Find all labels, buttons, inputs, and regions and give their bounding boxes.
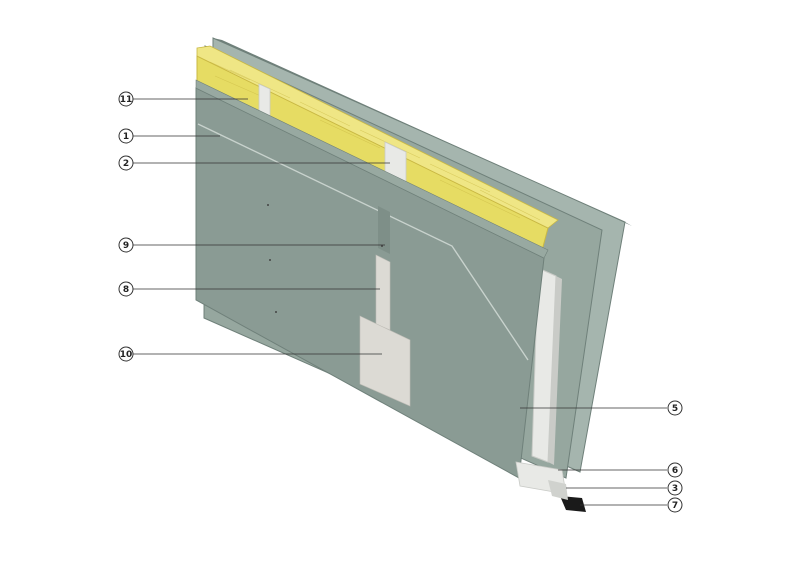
stud-right-flange xyxy=(548,276,562,465)
callout-5: 5 xyxy=(667,400,683,416)
callout-circle xyxy=(667,497,683,513)
track-side xyxy=(548,480,568,500)
callout-number: 10 xyxy=(120,350,133,360)
callout-circle xyxy=(118,281,134,297)
callout-circle xyxy=(118,155,134,171)
board-joint-line xyxy=(197,123,529,361)
callout-circle xyxy=(667,400,683,416)
insulation-top xyxy=(196,45,559,229)
callout-number: 7 xyxy=(672,501,678,511)
callout-6: 6 xyxy=(667,462,683,478)
callout-circle xyxy=(118,237,134,253)
leader-lines xyxy=(133,98,667,506)
callout-number: 3 xyxy=(672,484,678,494)
callout-circle xyxy=(118,346,134,362)
screws xyxy=(267,204,383,313)
callout-circle xyxy=(118,128,134,144)
callout-circle xyxy=(667,480,683,496)
callout-number: 9 xyxy=(123,241,129,251)
callout-11: 11 xyxy=(118,91,134,107)
callout-10: 10 xyxy=(118,346,134,362)
floor-seal xyxy=(560,496,586,512)
callout-2: 2 xyxy=(118,155,134,171)
callout-number: 1 xyxy=(123,132,129,142)
callout-circle xyxy=(667,462,683,478)
finishing-patch xyxy=(359,315,411,407)
callout-1: 1 xyxy=(118,128,134,144)
joint-tape xyxy=(375,254,391,331)
callout-9: 9 xyxy=(118,237,134,253)
callout-number: 8 xyxy=(123,285,129,295)
callout-circle xyxy=(118,91,134,107)
front-board-upper xyxy=(195,79,549,259)
callout-number: 2 xyxy=(123,159,129,169)
callout-number: 11 xyxy=(120,95,133,105)
callout-8: 8 xyxy=(118,281,134,297)
callout-markers: 1 2 3 5 6 7 8 9 10 11 xyxy=(118,91,683,513)
insulation-texture xyxy=(209,61,541,221)
callout-number: 6 xyxy=(672,466,678,476)
callout-number: 5 xyxy=(672,404,678,414)
callout-3: 3 xyxy=(667,480,683,496)
callout-7: 7 xyxy=(667,497,683,513)
joint-strip xyxy=(378,206,390,254)
